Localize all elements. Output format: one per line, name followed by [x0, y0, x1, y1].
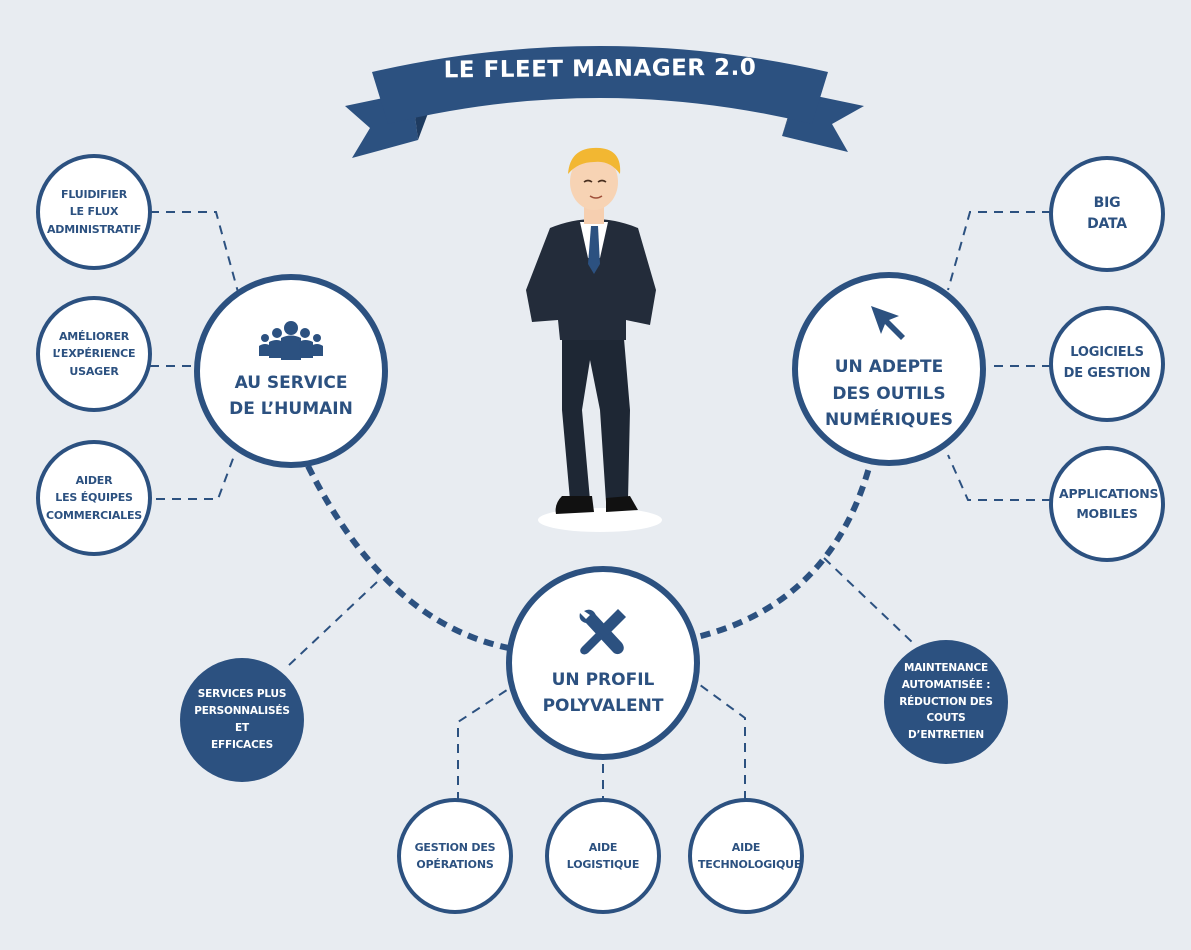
item-line: L’EXPÉRIENCE: [52, 347, 136, 361]
item-line: AUTOMATISÉE :: [901, 678, 991, 691]
item-aide-technologique: AIDE TECHNOLOGIQUE: [688, 798, 804, 914]
hub-line: POLYVALENT: [542, 696, 664, 716]
hub-un-profil-polyvalent: UN PROFIL POLYVALENT: [506, 566, 700, 760]
item-line: RÉDUCTION DES COUTS: [899, 695, 993, 725]
item-line: LOGICIELS: [1070, 345, 1144, 361]
item-applications-mobiles: APPLICATIONS MOBILES: [1049, 446, 1165, 562]
item-line: SERVICES PLUS: [197, 688, 287, 701]
item-line: OPÉRATIONS: [416, 858, 494, 871]
item-aide-logistique: AIDE LOGISTIQUE: [545, 798, 661, 914]
hub-line: AU SERVICE: [234, 372, 348, 393]
item-line: AIDE: [731, 840, 761, 854]
item-line: ADMINISTRATIF: [46, 222, 142, 236]
fleet-manager-person-illustration: [526, 147, 662, 532]
item-line: AIDE: [588, 840, 618, 854]
title-banner: [345, 46, 864, 158]
item-line: LOGISTIQUE: [566, 858, 640, 871]
item-services-plus-personnalises: SERVICES PLUS PERSONNALISÉS ET EFFICACES: [180, 658, 304, 782]
item-line: AIDER: [75, 474, 113, 488]
item-line: USAGER: [69, 364, 119, 378]
item-big-data: BIG DATA: [1049, 156, 1165, 272]
cursor-arrow-icon: [871, 306, 905, 341]
item-line: DE GESTION: [1063, 366, 1151, 381]
item-line: BIG: [1093, 195, 1121, 211]
item-line: AMÉLIORER: [58, 330, 130, 344]
item-line: GESTION DES: [414, 840, 496, 854]
item-logiciels-de-gestion: LOGICIELS DE GESTION: [1049, 306, 1165, 422]
item-aider-les-equipes-commerciales: AIDER LES ÉQUIPES COMMERCIALES: [36, 440, 152, 556]
item-line: PERSONNALISÉS ET: [194, 705, 290, 734]
hub-au-service-de-lhumain: AU SERVICE DE L’HUMAIN: [194, 274, 388, 468]
item-line: D’ENTRETIEN: [908, 729, 984, 742]
item-line: LE FLUX: [69, 205, 119, 219]
item-line: DATA: [1087, 216, 1127, 232]
people-group-icon: [259, 320, 323, 360]
item-line: MAINTENANCE: [904, 662, 988, 674]
item-line: MOBILES: [1076, 506, 1138, 521]
hub-line: DE L’HUMAIN: [229, 399, 353, 419]
item-line: APPLICATIONS: [1059, 486, 1159, 501]
item-line: EFFICACES: [211, 738, 273, 751]
item-ameliorer-lexperience-usager: AMÉLIORER L’EXPÉRIENCE USAGER: [36, 296, 152, 412]
item-line: COMMERCIALES: [46, 508, 143, 522]
banner-title: LE FLEET MANAGER 2.0: [443, 54, 757, 84]
item-line: TECHNOLOGIQUE: [698, 858, 802, 871]
hub-line: DES OUTILS: [832, 383, 946, 404]
hub-line: UN PROFIL: [551, 669, 655, 690]
item-line: LES ÉQUIPES: [55, 491, 133, 505]
hub-line: UN ADEPTE: [834, 357, 944, 378]
item-line: FLUIDIFIER: [61, 188, 127, 202]
hub-un-adepte-des-outils-numeriques: UN ADEPTE DES OUTILS NUMÉRIQUES: [792, 272, 986, 466]
hub-line: NUMÉRIQUES: [824, 410, 954, 431]
wrench-screwdriver-icon: [579, 608, 626, 655]
item-maintenance-automatisee: MAINTENANCE AUTOMATISÉE : RÉDUCTION DES …: [884, 640, 1008, 764]
item-gestion-des-operations: GESTION DES OPÉRATIONS: [397, 798, 513, 914]
item-fluidifier-le-flux-administratif: FLUIDIFIER LE FLUX ADMINISTRATIF: [36, 154, 152, 270]
